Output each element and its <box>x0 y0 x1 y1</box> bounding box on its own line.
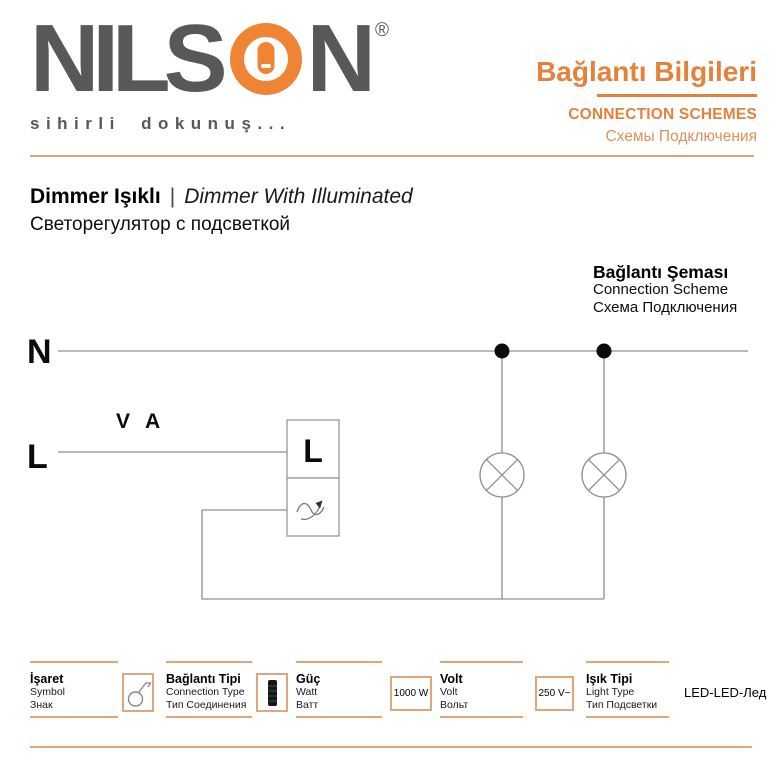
product-name-ru: Светорегулятор с подсветкой <box>30 214 291 236</box>
junction-dot-1 <box>494 343 510 359</box>
product-title: Dimmer Işıklı | Dimmer With Illuminated Св… <box>30 183 413 236</box>
spec-symbol-tr: İşaret <box>30 672 64 686</box>
spec-connection-tr: Bağlantı Tipi <box>166 672 241 686</box>
product-name-tr: Dimmer Işıklı <box>30 185 161 208</box>
connection-type-icon-box <box>122 673 154 712</box>
spec-connection-en: Connection Type <box>166 686 245 698</box>
product-title-line1: Dimmer Işıklı | Dimmer With Illuminated <box>30 183 413 211</box>
line-label: L <box>27 438 48 476</box>
dimmer-symbol-icon <box>296 500 325 520</box>
spec-symbol-en: Symbol <box>30 686 66 698</box>
neutral-label: N <box>27 333 52 371</box>
logo-text-right: N <box>306 5 376 112</box>
spec-symbol-ru: Знак <box>30 698 53 711</box>
header-titles: Bağlantı Bilgileri CONNECTION SCHEMES Сх… <box>536 56 757 146</box>
header-divider <box>30 155 754 157</box>
spec-power-ru: Ватт <box>296 698 319 711</box>
header-title-tr: Bağlantı Bilgileri <box>536 56 757 87</box>
spec-light-ru: Тип Подсветки <box>586 698 658 711</box>
header-title-underline <box>597 93 757 97</box>
power-icon-box <box>256 673 288 712</box>
nilson-logo: NILS N ® sihirli dokunuş... <box>30 5 389 134</box>
watt-bar-icon <box>268 679 277 706</box>
spec-label-light: Işık Tipi Light Type Тип Подсветки <box>586 661 669 718</box>
logo-wordmark: NILS N ® <box>30 5 389 112</box>
spec-connection-ru: Тип Соединения <box>166 698 247 711</box>
spec-volt-tr: Volt <box>440 672 463 686</box>
va-label: V A <box>116 410 165 433</box>
dimmer-terminal-box <box>286 419 340 479</box>
power-value: 1000 W <box>393 688 429 699</box>
volt-value: 250 V~ <box>538 688 571 699</box>
spec-label-volt: Volt Volt Вольт <box>440 661 523 718</box>
spec-volt-en: Volt <box>440 686 458 698</box>
title-separator: | <box>169 185 176 208</box>
product-name-en: Dimmer With Illuminated <box>184 185 413 208</box>
light-type-value: LED-LED-Лед <box>684 685 767 700</box>
spec-label-symbol: İşaret Symbol Знак <box>30 661 118 718</box>
dimmer-terminal-label: L <box>303 433 323 469</box>
spec-power-en: Watt <box>296 686 318 698</box>
connection-scheme-diagram: L N L V A <box>27 333 748 600</box>
spec-light-en: Light Type <box>586 686 635 698</box>
scheme-heading-en: Connection Scheme <box>593 281 729 298</box>
spec-light-tr: Işık Tipi <box>586 672 633 686</box>
header-title-en: CONNECTION SCHEMES <box>568 105 757 123</box>
logo-switch-icon <box>229 23 302 95</box>
spec-power-tr: Güç <box>296 672 321 686</box>
junction-dot-2 <box>596 343 612 359</box>
volt-value-box: 250 V~ <box>535 676 574 711</box>
lamp2-icon <box>581 452 627 498</box>
logo-text-left: NILS <box>30 5 228 112</box>
power-value-box: 1000 W <box>390 676 432 711</box>
registered-trademark: ® <box>375 20 389 41</box>
bottom-rule <box>30 746 752 748</box>
one-way-switch-icon <box>127 681 152 707</box>
return-wire <box>201 509 604 600</box>
spec-volt-ru: Вольт <box>440 698 469 711</box>
scheme-heading-ru: Схема Подключения <box>593 299 738 316</box>
brand-tagline: sihirli dokunuş... <box>30 114 292 133</box>
header-title-ru: Схемы Подключения <box>605 127 757 145</box>
lamp1-icon <box>479 452 525 498</box>
scheme-heading-tr: Bağlantı Şeması <box>593 262 729 282</box>
spec-label-power: Güç Watt Ватт <box>296 661 382 718</box>
scheme-heading: Bağlantı Şeması Connection Scheme Схема … <box>593 263 737 317</box>
spec-label-connection: Bağlantı Tipi Connection Type Тип Соедин… <box>166 661 252 718</box>
dimmer-module-box <box>286 477 340 537</box>
